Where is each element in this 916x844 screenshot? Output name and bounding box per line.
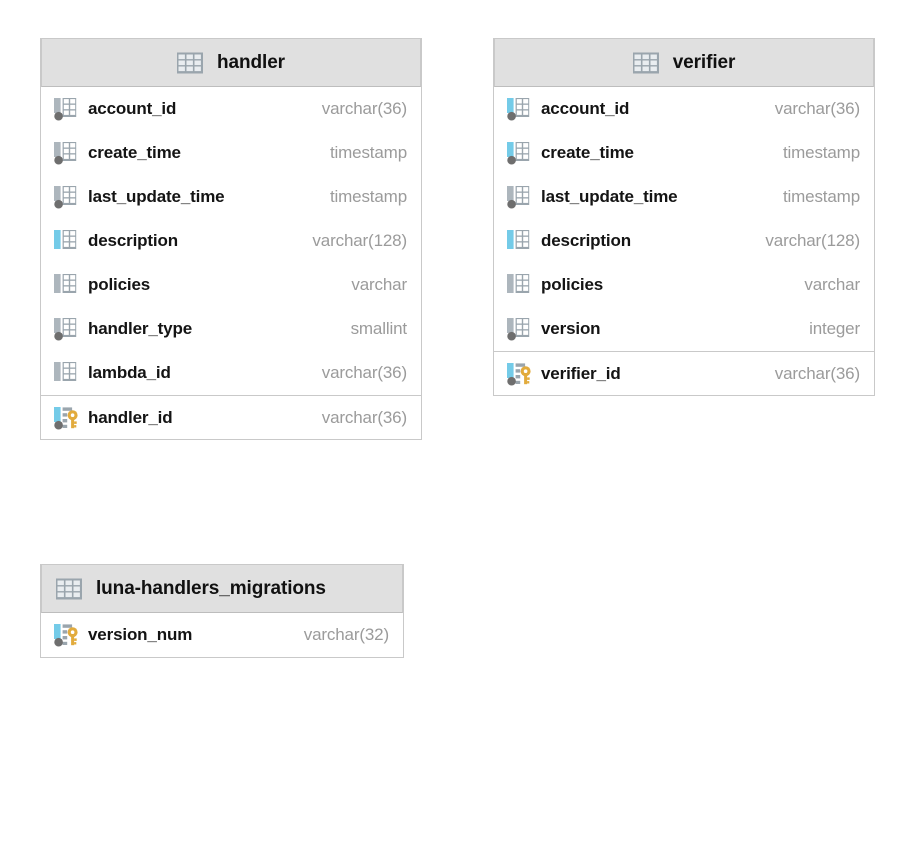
column-name: handler_type bbox=[88, 319, 193, 338]
entity-title: handler bbox=[217, 51, 285, 73]
table-grid-icon bbox=[56, 578, 82, 599]
column-row[interactable]: create_time timestamp bbox=[41, 131, 421, 175]
column-type: timestamp bbox=[782, 143, 860, 162]
column-name: last_update_time bbox=[541, 187, 678, 206]
column-name: lambda_id bbox=[88, 363, 171, 382]
column-row[interactable]: version integer bbox=[494, 307, 874, 351]
column-type: varchar(128) bbox=[765, 231, 860, 250]
column-row-primary-key[interactable]: handler_id varchar(36) bbox=[41, 395, 421, 439]
column-type: varchar(36) bbox=[321, 363, 407, 382]
column-type: varchar(36) bbox=[321, 99, 407, 118]
column-row[interactable]: description varchar(128) bbox=[494, 219, 874, 263]
column-icon bbox=[54, 186, 77, 209]
column-name: account_id bbox=[541, 99, 630, 118]
column-name: description bbox=[541, 231, 631, 250]
entity-table-verifier[interactable]: verifier account_id varchar(36) create_time… bbox=[493, 38, 875, 396]
column-row-primary-key[interactable]: verifier_id varchar(36) bbox=[494, 351, 874, 395]
primary-key-column-icon bbox=[54, 406, 78, 429]
column-list: account_id varchar(36) create_time timestam… bbox=[41, 87, 421, 439]
entity-table-luna-handlers_migrations[interactable]: luna-handlers_migrations version_num varch… bbox=[40, 564, 404, 658]
column-icon bbox=[54, 98, 77, 121]
column-row[interactable]: handler_type smallint bbox=[41, 307, 421, 351]
column-type: varchar bbox=[351, 275, 407, 294]
column-name: verifier_id bbox=[541, 363, 621, 383]
column-name: policies bbox=[88, 275, 151, 294]
column-row[interactable]: lambda_id varchar(36) bbox=[41, 351, 421, 395]
column-row[interactable]: description varchar(128) bbox=[41, 219, 421, 263]
column-icon bbox=[507, 98, 530, 121]
column-icon bbox=[507, 318, 530, 341]
column-name: last_update_time bbox=[88, 187, 225, 206]
column-icon bbox=[54, 142, 77, 165]
table-grid-icon bbox=[177, 52, 204, 73]
column-row[interactable]: last_update_time timestamp bbox=[494, 175, 874, 219]
column-icon bbox=[507, 186, 530, 209]
table-grid-icon bbox=[632, 52, 659, 73]
column-icon bbox=[54, 230, 77, 249]
column-icon bbox=[507, 230, 530, 249]
entity-header[interactable]: luna-handlers_migrations bbox=[41, 564, 403, 613]
primary-key-column-icon bbox=[54, 624, 78, 647]
entity-header[interactable]: handler bbox=[41, 38, 421, 87]
column-row[interactable]: last_update_time timestamp bbox=[41, 175, 421, 219]
column-name: version_num bbox=[88, 625, 193, 644]
column-name: description bbox=[88, 231, 178, 250]
column-type: varchar bbox=[804, 275, 860, 294]
column-name: account_id bbox=[88, 99, 177, 118]
column-row[interactable]: account_id varchar(36) bbox=[41, 87, 421, 131]
column-icon bbox=[507, 274, 530, 293]
column-icon bbox=[54, 362, 77, 381]
column-type: varchar(36) bbox=[774, 363, 860, 383]
column-type: varchar(32) bbox=[303, 625, 389, 644]
primary-key-column-icon bbox=[507, 362, 531, 385]
column-type: varchar(36) bbox=[321, 407, 407, 427]
column-list: account_id varchar(36) create_time timestam… bbox=[494, 87, 874, 395]
column-name: version bbox=[541, 319, 601, 338]
column-name: policies bbox=[541, 275, 604, 294]
column-row[interactable]: policies varchar bbox=[494, 263, 874, 307]
column-icon bbox=[507, 142, 530, 165]
column-type: timestamp bbox=[329, 187, 407, 206]
column-list: version_num varchar(32) bbox=[41, 613, 403, 657]
entity-title: luna-handlers_migrations bbox=[96, 577, 326, 599]
entity-header[interactable]: verifier bbox=[494, 38, 874, 87]
column-name: handler_id bbox=[88, 407, 173, 427]
column-icon bbox=[54, 318, 77, 341]
column-row[interactable]: create_time timestamp bbox=[494, 131, 874, 175]
column-type: integer bbox=[809, 319, 860, 338]
column-row[interactable]: policies varchar bbox=[41, 263, 421, 307]
column-type: timestamp bbox=[329, 143, 407, 162]
column-name: create_time bbox=[88, 143, 181, 162]
column-row-primary-key[interactable]: version_num varchar(32) bbox=[41, 613, 403, 657]
column-row[interactable]: account_id varchar(36) bbox=[494, 87, 874, 131]
column-type: smallint bbox=[350, 319, 408, 338]
column-icon bbox=[54, 274, 77, 293]
column-type: timestamp bbox=[782, 187, 860, 206]
column-name: create_time bbox=[541, 143, 634, 162]
column-type: varchar(36) bbox=[774, 99, 860, 118]
column-type: varchar(128) bbox=[312, 231, 407, 250]
entity-title: verifier bbox=[672, 51, 736, 73]
